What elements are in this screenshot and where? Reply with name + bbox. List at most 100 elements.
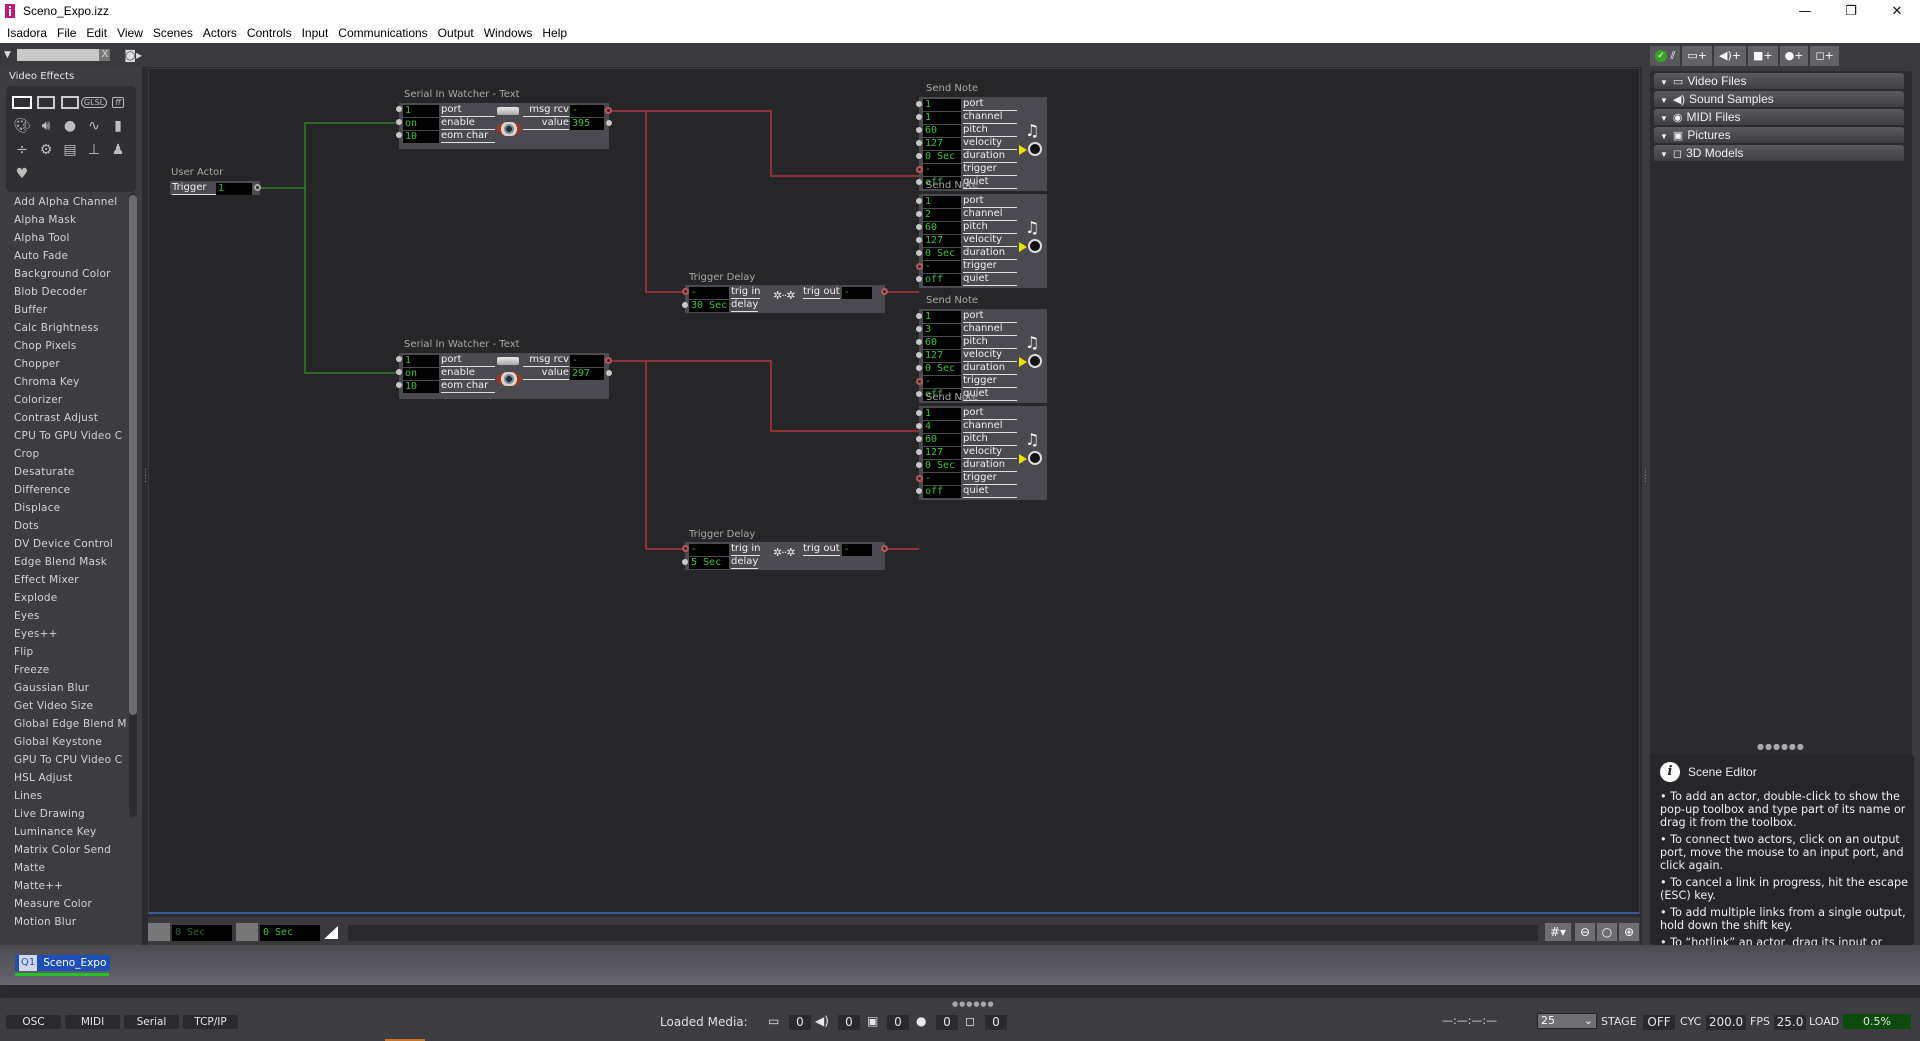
delay1-delay-value[interactable]: 30 Sec	[689, 299, 729, 312]
user-icon[interactable]: ♟	[111, 142, 125, 158]
effect-list-item[interactable]: Edge Blend Mask	[14, 556, 108, 568]
effect-list-item[interactable]: Global Keystone	[14, 736, 102, 748]
value-output-port[interactable]	[606, 370, 612, 376]
eom-input-dot[interactable]	[396, 382, 402, 388]
pitch-input-port[interactable]	[916, 436, 922, 442]
minimize-button[interactable]: —	[1798, 3, 1812, 19]
delay-input-dot[interactable]	[682, 559, 688, 565]
effect-list-item[interactable]: Chop Pixels	[14, 340, 77, 352]
clear-search-button[interactable]: X	[99, 49, 111, 61]
user-actor-output-port[interactable]	[254, 184, 261, 191]
menu-communications[interactable]: Communications	[338, 25, 428, 40]
duration-input-port[interactable]	[916, 462, 922, 468]
delay2-delay-value[interactable]: 5 Sec	[689, 556, 729, 569]
effect-list-item[interactable]: Displace	[14, 502, 61, 514]
send-note-channel-value[interactable]: 2	[923, 208, 961, 221]
velocity-input-port[interactable]	[916, 449, 922, 455]
pitch-input-port[interactable]	[916, 224, 922, 230]
send-note-velocity-value[interactable]: 127	[923, 446, 961, 459]
scrollbar-thumb[interactable]	[129, 195, 137, 715]
stage-toggle[interactable]: OFF	[1643, 1015, 1675, 1030]
serial2-eom-value[interactable]: 10	[403, 380, 439, 393]
velocity-input-port[interactable]	[916, 352, 922, 358]
channel-input-port[interactable]	[916, 114, 922, 120]
effect-list-item[interactable]: DV Device Control	[14, 538, 114, 550]
effect-list-scrollbar[interactable]	[129, 193, 137, 817]
send-note-port-value[interactable]: 1	[923, 407, 961, 420]
serial1-enable-value[interactable]: on	[403, 117, 439, 130]
send-note-trigger-value[interactable]: -	[923, 163, 961, 176]
send-note-duration-value[interactable]: 0 Sec	[923, 247, 961, 260]
eom-input-dot[interactable]	[396, 132, 402, 138]
send-note-channel-value[interactable]: 1	[923, 111, 961, 124]
media-group-pictures[interactable]: ▼▣Pictures	[1654, 127, 1904, 143]
effect-list-item[interactable]: Matrix Color Send	[14, 844, 111, 856]
value-output-port[interactable]	[606, 120, 612, 126]
port-input-dot[interactable]	[396, 106, 402, 112]
menu-actors[interactable]: Actors	[202, 25, 237, 40]
effect-list-item[interactable]: Motion Blur	[14, 916, 77, 928]
send-note-channel-value[interactable]: 4	[923, 420, 961, 433]
duration-input-port[interactable]	[916, 250, 922, 256]
gear-icon[interactable]: ⚙	[39, 142, 53, 158]
ff-category-icon[interactable]: ff	[106, 90, 130, 114]
effect-list-item[interactable]: Global Edge Blend M	[14, 718, 127, 730]
port-input-dot[interactable]	[396, 356, 402, 362]
serial-button[interactable]: Serial	[124, 1015, 179, 1029]
effect-list-item[interactable]: Luminance Key	[14, 826, 97, 838]
left-splitter-handle[interactable]: ⋮⋮	[141, 468, 150, 484]
effect-list-item[interactable]: Effect Mixer	[14, 574, 79, 586]
effect-list-item[interactable]: Get Video Size	[14, 700, 94, 712]
effect-list-item[interactable]: Background Color	[14, 268, 111, 280]
fade-in-time[interactable]: 0 Sec	[260, 925, 320, 941]
port-input-port[interactable]	[916, 313, 922, 319]
grid-dropdown[interactable]: #▾	[1545, 923, 1571, 941]
trigger-input-port[interactable]	[916, 263, 923, 270]
send-note-port-value[interactable]: 1	[923, 195, 961, 208]
send-note-duration-value[interactable]: 0 Sec	[923, 459, 961, 472]
send-note-channel-value[interactable]: 3	[923, 323, 961, 336]
media-group-3d-models[interactable]: ▼◻3D Models	[1654, 145, 1904, 161]
menu-file[interactable]: File	[57, 25, 77, 40]
media-group-sound-samples[interactable]: ▼◀)Sound Samples	[1654, 91, 1904, 107]
menu-help[interactable]: Help	[542, 25, 568, 40]
send-note-velocity-value[interactable]: 127	[923, 349, 961, 362]
add-picture-button[interactable]: ■+	[1748, 46, 1778, 66]
fade-out-time[interactable]: 0 Sec	[172, 925, 232, 941]
effect-list-item[interactable]: Calc Brightness	[14, 322, 99, 334]
send-note-pitch-value[interactable]: 60	[923, 336, 961, 349]
trigger-input-port[interactable]	[916, 475, 923, 482]
port-input-port[interactable]	[916, 198, 922, 204]
effect-list-item[interactable]: Matte	[14, 862, 46, 874]
menu-input[interactable]: Input	[301, 25, 329, 40]
effect-list-item[interactable]: Alpha Mask	[14, 214, 77, 226]
trigger-input-port[interactable]	[916, 378, 923, 385]
effect-list-item[interactable]: Freeze	[14, 664, 50, 676]
quiet-input-port[interactable]	[916, 391, 922, 397]
enable-input-dot[interactable]	[396, 119, 402, 125]
restore-button[interactable]: ❐	[1845, 3, 1857, 19]
add-3d-model-button[interactable]: ◻+	[1810, 46, 1839, 66]
add-video-button[interactable]: ▭+	[1682, 46, 1713, 66]
effect-list-item[interactable]: Colorizer	[14, 394, 63, 406]
effect-list-item[interactable]: Eyes++	[14, 628, 58, 640]
duration-input-port[interactable]	[916, 365, 922, 371]
effect-list-item[interactable]: Matte++	[14, 880, 64, 892]
menu-view[interactable]: View	[117, 25, 143, 40]
ramp-icon[interactable]	[324, 926, 338, 939]
video-category-icon[interactable]	[10, 90, 34, 114]
heart-icon[interactable]: ♥	[15, 166, 29, 182]
duration-input-port[interactable]	[916, 153, 922, 159]
glsl-category-icon[interactable]: GLSL	[80, 90, 108, 114]
pitch-input-port[interactable]	[916, 339, 922, 345]
video-in-category-icon[interactable]	[34, 90, 58, 114]
video-out-category-icon[interactable]	[58, 90, 82, 114]
trig-out-port[interactable]	[881, 545, 888, 552]
channel-input-port[interactable]	[916, 423, 922, 429]
effect-list-item[interactable]: Live Drawing	[14, 808, 85, 820]
